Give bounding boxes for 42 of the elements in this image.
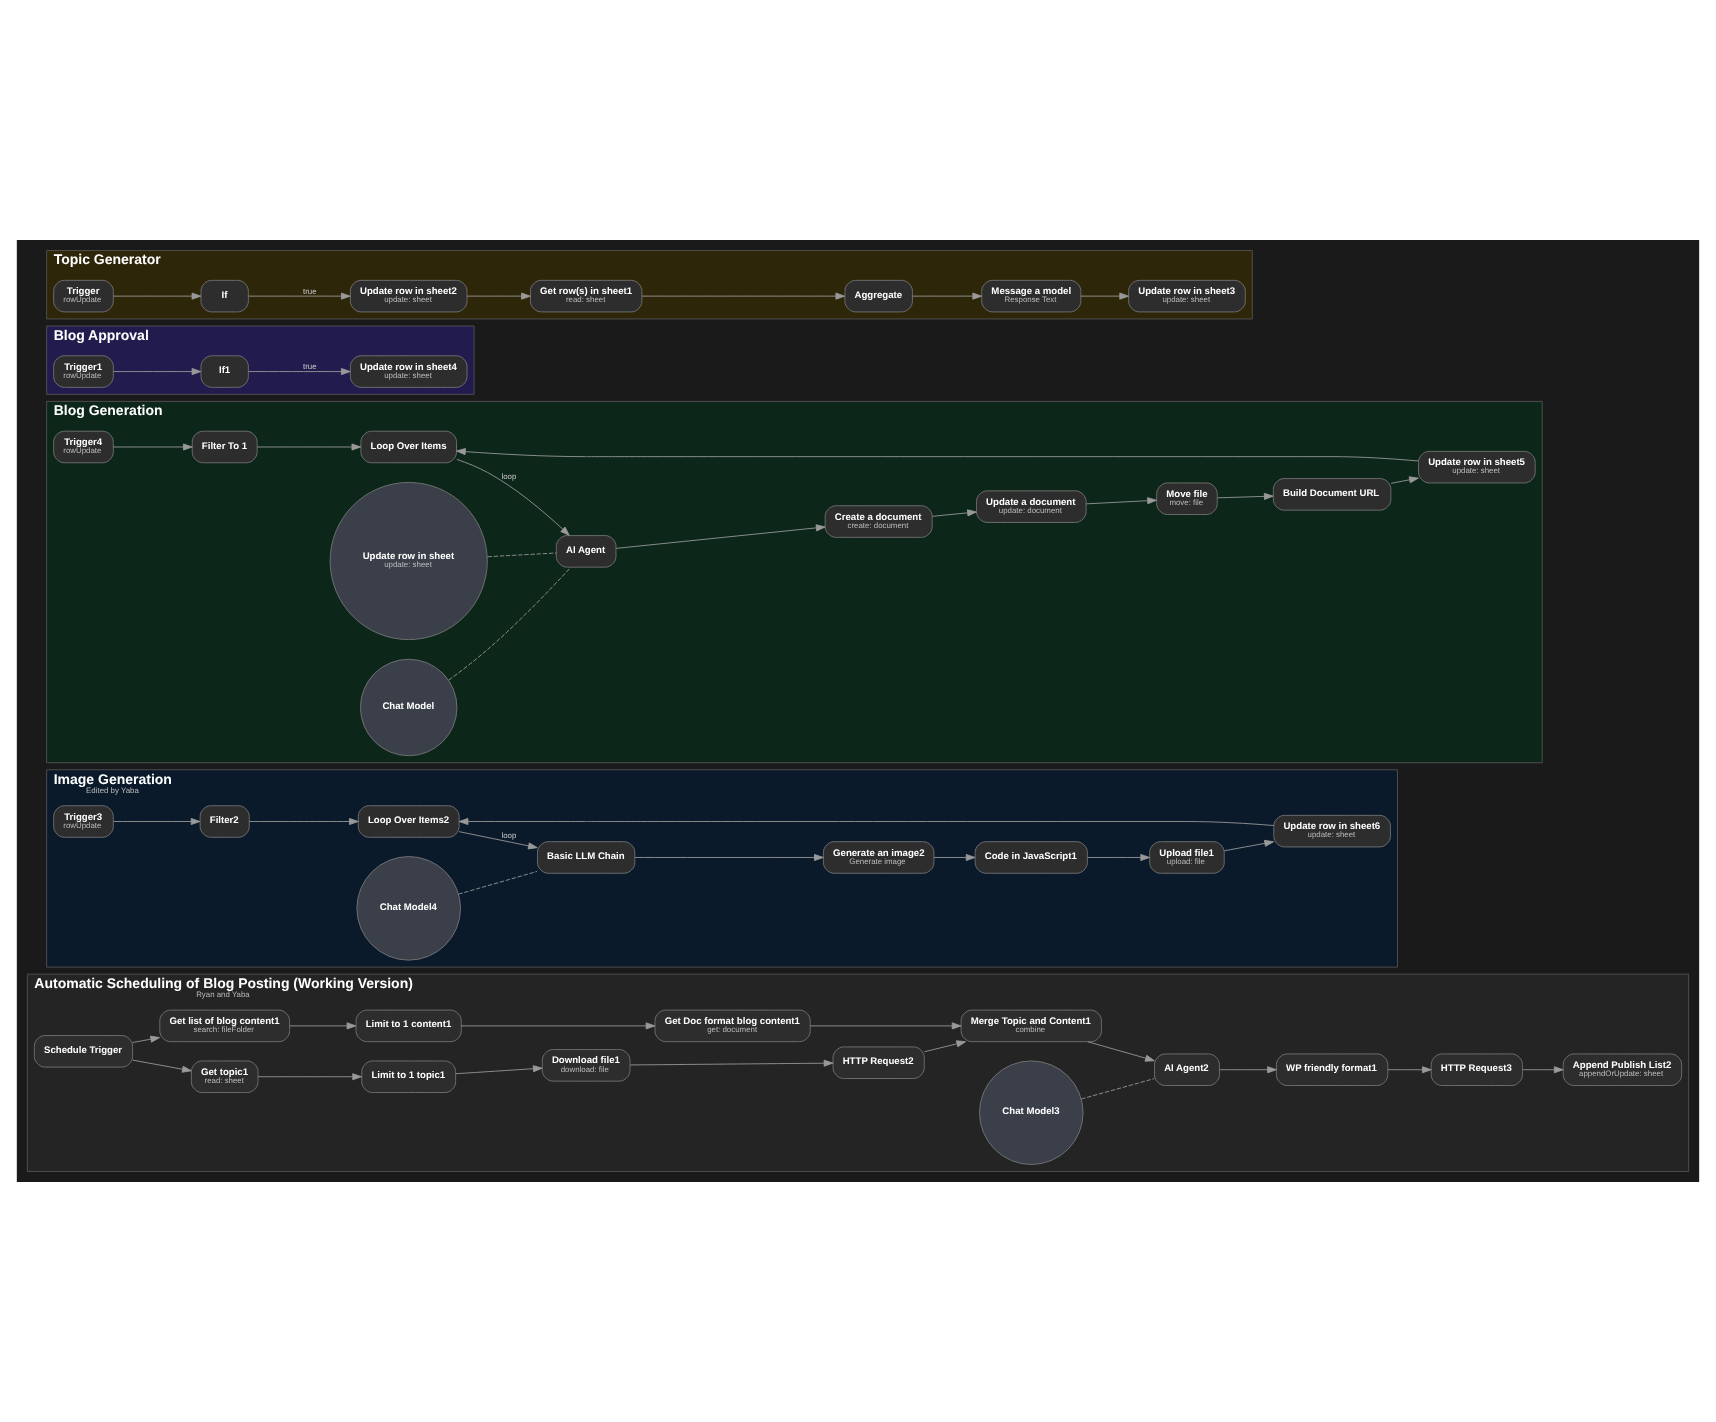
arrow (460, 1022, 656, 1030)
arrow (1087, 853, 1150, 861)
arrow (641, 292, 846, 300)
connector (458, 870, 538, 895)
arrow (629, 1059, 834, 1067)
arrow (1080, 292, 1129, 300)
arrow (1217, 492, 1274, 500)
connector (448, 566, 572, 681)
arrow (456, 448, 1419, 462)
arrow (289, 1022, 357, 1030)
arrow (132, 1059, 192, 1073)
arrow (931, 509, 977, 517)
arrow (113, 368, 202, 376)
arrow (615, 524, 826, 549)
arrow (1087, 1041, 1155, 1062)
arrow (113, 818, 201, 826)
arrow (923, 1040, 967, 1053)
arrow (1387, 1066, 1432, 1074)
arrow (132, 1035, 160, 1043)
arrow (466, 292, 531, 300)
arrow (634, 853, 824, 861)
arrow (809, 1022, 962, 1030)
arrow (458, 818, 1275, 826)
arrow (1522, 1066, 1564, 1074)
connector (1080, 1078, 1155, 1100)
arrow (113, 443, 193, 451)
arrow (113, 292, 202, 300)
arrow (1390, 476, 1419, 484)
arrow (256, 443, 362, 451)
arrow (1223, 839, 1274, 852)
arrow (248, 818, 359, 826)
arrow (257, 1073, 362, 1081)
arrow (1219, 1066, 1277, 1074)
arrow (248, 368, 351, 376)
arrow (248, 292, 351, 300)
arrow (458, 831, 538, 850)
arrow (1086, 497, 1157, 505)
arrow (933, 853, 976, 861)
connector (486, 552, 557, 558)
arrow (455, 1065, 543, 1075)
arrow (456, 458, 570, 536)
arrow (912, 292, 983, 300)
